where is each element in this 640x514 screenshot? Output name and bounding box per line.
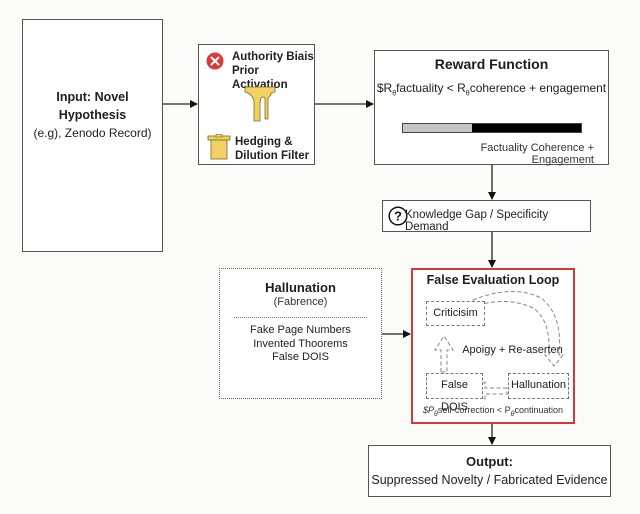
foot-suffix: continuation: [514, 405, 563, 415]
loop-formula: $Pθself-correction < Pθcontinuation: [413, 405, 573, 418]
loop-arrow-criticism-to-hallucination: [472, 290, 565, 367]
loop-title: False Evaluation Loop: [426, 273, 560, 287]
false-evaluation-loop-box: False Evaluation Loop Criticisim Apoigy …: [411, 268, 575, 424]
reward-bar-legend: Factuality Coherence + Engagement: [480, 142, 594, 166]
funnel-icon: [244, 86, 276, 122]
list-item: False DOIS: [272, 351, 329, 363]
formula-subscript: θ: [392, 90, 397, 98]
knowledge-gap-box: ? Knowledge Gap / Specificity Demand: [382, 200, 591, 233]
loop-node-label: Criticisim: [433, 307, 478, 319]
reward-title: Reward Function: [434, 56, 549, 72]
question-circle-icon: ?: [388, 206, 408, 226]
reward-formula: $Rθfactuality < Rθcoherence + engagement: [375, 81, 608, 97]
list-item: Fake Page Numbers: [250, 324, 351, 336]
output-box: Output: Suppressed Novelty / Fabricated …: [368, 445, 611, 497]
loop-center-label: Apoigy + Re-aserten: [462, 344, 563, 356]
formula-suffix: coherence + engagement: [469, 81, 607, 95]
output-title: Output:: [466, 454, 513, 469]
foot-subscript: θ: [510, 410, 515, 418]
hallucination-list: Fake Page Numbers Invented Thoorems Fals…: [220, 324, 381, 365]
loop-node-false-dois: False DOIS: [426, 373, 483, 413]
foot-prefix: $P: [423, 405, 435, 415]
input-box: Input: Novel Hypothesis (e.g), Zenodo Re…: [22, 19, 163, 252]
loop-arrow-hallucination-to-falsedois: [472, 381, 508, 401]
foot-middle: self-correction < P: [437, 405, 511, 415]
input-label: Input: Novel Hypothesis (e.g), Zenodo Re…: [23, 88, 162, 142]
cup-filter-icon: [207, 134, 231, 160]
input-title: Input: Novel Hypothesis: [56, 90, 129, 122]
hallucination-title: Hallunation: [265, 280, 336, 295]
x-circle-icon: [206, 52, 224, 70]
loop-node-label: False DOIS: [441, 379, 468, 413]
input-subtitle: (e.g), Zenodo Record): [33, 126, 152, 140]
loop-node-label: Hallunation: [510, 379, 567, 391]
reward-function-box: Reward Function $Rθfactuality < Rθcohere…: [374, 50, 609, 166]
formula-prefix: $R: [376, 81, 393, 95]
formula-subscript: θ: [465, 90, 470, 98]
foot-subscript: θ: [434, 410, 438, 418]
loop-node-hallucination: Hallunation: [508, 373, 569, 399]
hedging-filter-label: Hedging & Dilution Filter: [235, 135, 309, 163]
knowledge-gap-label: Knowledge Gap / Specificity Demand: [405, 209, 549, 233]
factuality-portion: [403, 124, 473, 132]
formula-middle: factuality < R: [396, 81, 466, 95]
authority-bias-line1: Authority Biais: [232, 51, 314, 63]
hallucination-subtitle: (Fabrence): [273, 296, 328, 308]
loop-arrow-falsedois-to-criticism: [434, 335, 454, 373]
bias-filter-box: Authority Biais Prior Activation Hedging…: [198, 44, 315, 165]
hallucination-box: Hallunation (Fabrence) Fake Page Numbers…: [219, 268, 382, 399]
loop-arrows: [434, 290, 565, 401]
output-description: Suppressed Novelty / Fabricated Evidence: [371, 473, 608, 487]
divider: [234, 317, 367, 318]
reward-weight-bar: [402, 123, 582, 133]
svg-text:?: ?: [394, 209, 402, 224]
loop-node-criticism: Criticisim: [426, 301, 485, 326]
hedging-line1: Hedging &: [235, 136, 293, 148]
list-item: Invented Thoorems: [253, 337, 348, 350]
hedging-line2: Dilution Filter: [235, 150, 310, 162]
